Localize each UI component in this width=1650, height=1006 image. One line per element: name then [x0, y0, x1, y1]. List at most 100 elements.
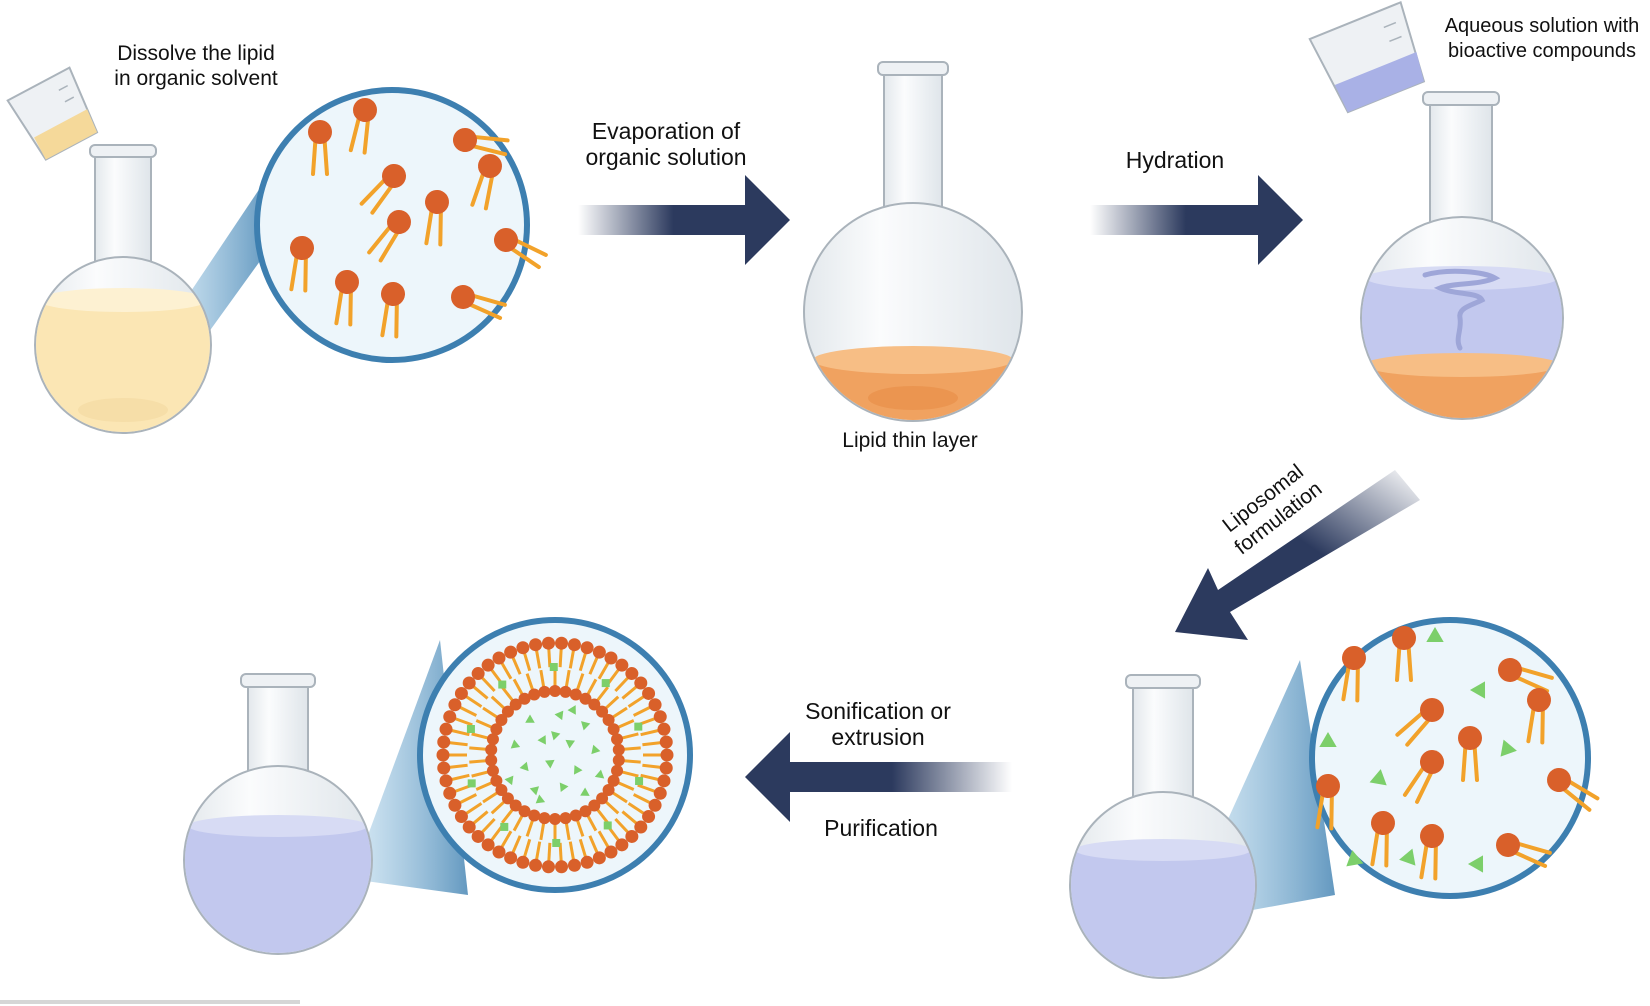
outer-head: [443, 786, 457, 800]
svg-text:Dissolve the lipid: Dissolve the lipid: [117, 42, 275, 65]
outer-head: [604, 651, 618, 665]
bioactive-triangle: [567, 705, 576, 715]
beaker-organic-solvent: [6, 66, 99, 161]
inner-head: [495, 713, 508, 726]
bioactive-triangle: [559, 782, 569, 793]
label-dissolve: Dissolve the lipid in organic solvent: [114, 42, 278, 90]
outer-head: [657, 774, 671, 788]
lipid-molecule: [451, 285, 507, 320]
membrane-bioactive: [634, 722, 643, 731]
beaker-aqueous-solution: [1308, 0, 1426, 114]
outer-head: [648, 698, 662, 712]
lipid-molecule: [1496, 833, 1552, 868]
bioactive-triangle: [529, 786, 540, 796]
outer-head: [516, 855, 530, 869]
label-purification: Purification: [824, 815, 938, 841]
svg-text:extrusion: extrusion: [831, 724, 924, 750]
inner-head: [528, 809, 541, 822]
bioactive-compounds: [1319, 627, 1517, 873]
inner-head: [607, 774, 620, 787]
outer-head: [454, 686, 468, 700]
inner-head: [588, 799, 601, 812]
outer-head: [439, 774, 453, 788]
bioactive-triangle: [1319, 732, 1337, 747]
arrow-hydration: [1090, 175, 1303, 265]
inner-head: [602, 713, 615, 726]
inner-head: [538, 685, 551, 698]
inner-head: [509, 799, 522, 812]
lipid-molecule: [359, 164, 406, 215]
svg-text:bioactive compounds: bioactive compounds: [1448, 40, 1636, 62]
outer-head: [541, 860, 555, 874]
flask-liposome-suspension: [183, 640, 468, 955]
lipid-molecule: [424, 190, 449, 247]
inner-head: [607, 723, 620, 736]
label-aqueous: Aqueous solution with bioactive compound…: [1445, 15, 1640, 62]
outer-head: [481, 658, 495, 672]
membrane-bioactive: [467, 779, 476, 788]
outer-head: [492, 845, 506, 859]
label-lipid-thin-layer: Lipid thin layer: [842, 429, 977, 452]
bioactive-triangle: [1346, 850, 1364, 867]
lipid-molecule: [453, 128, 510, 157]
bioactive-triangle: [1369, 769, 1387, 786]
outer-head: [541, 636, 555, 650]
inner-head: [490, 774, 503, 787]
inner-head: [579, 805, 592, 818]
outer-head: [504, 645, 518, 659]
liposome-bilayer: [436, 636, 674, 874]
outer-head: [471, 829, 485, 843]
bioactive-triangle: [525, 714, 535, 723]
svg-text:in organic solvent: in organic solvent: [114, 67, 278, 90]
outer-head: [615, 838, 629, 852]
outer-head: [642, 810, 656, 824]
inner-head: [559, 812, 572, 825]
outer-head: [436, 748, 450, 762]
label-evaporation: Evaporation of organic solution: [585, 118, 746, 170]
inner-head: [611, 733, 624, 746]
outer-head: [625, 667, 639, 681]
encapsulated-bioactives: [504, 705, 605, 804]
zoom-lipids-bioactive: [1309, 617, 1600, 899]
bioactive-triangle: [594, 769, 605, 779]
svg-text:Sonification or: Sonification or: [805, 698, 951, 724]
zoom-lipids-organic: [254, 87, 548, 363]
membrane-bioactive: [635, 777, 644, 786]
outer-head: [529, 638, 543, 652]
outer-head: [437, 735, 451, 749]
inner-head: [596, 792, 609, 805]
outer-head: [642, 686, 656, 700]
inner-head: [501, 792, 514, 805]
outer-head: [592, 851, 606, 865]
zoom-liposome: [417, 617, 693, 893]
inner-head: [559, 685, 572, 698]
bioactive-triangle: [565, 739, 576, 749]
inner-head: [549, 813, 561, 825]
bioactive-triangle: [1469, 681, 1486, 699]
outer-head: [634, 676, 648, 690]
flask-lipid-thin-layer: [803, 61, 1023, 422]
lipid-molecule: [1315, 774, 1340, 831]
label-sonification: Sonification or extrusion: [805, 698, 951, 750]
bioactive-triangle: [545, 759, 555, 769]
lipid-molecule: [348, 98, 377, 155]
lipid-molecule: [1419, 824, 1444, 881]
outer-head: [504, 851, 518, 865]
membrane-bioactive: [498, 680, 507, 689]
inner-head: [588, 698, 601, 711]
outer-head: [567, 858, 581, 872]
outer-head: [454, 810, 468, 824]
outer-head: [653, 710, 667, 724]
lipid-molecules: [289, 98, 548, 339]
outer-head: [492, 651, 506, 665]
inner-head: [538, 812, 551, 825]
bioactive-triangle: [551, 731, 561, 741]
bioactive-triangle: [573, 765, 583, 775]
arrow-liposomal-formulation: [1175, 470, 1420, 640]
outer-head: [657, 722, 671, 736]
lipid-molecule: [380, 282, 405, 339]
outer-head: [580, 641, 594, 655]
bioactive-triangle: [1500, 739, 1517, 757]
outer-head: [659, 735, 673, 749]
